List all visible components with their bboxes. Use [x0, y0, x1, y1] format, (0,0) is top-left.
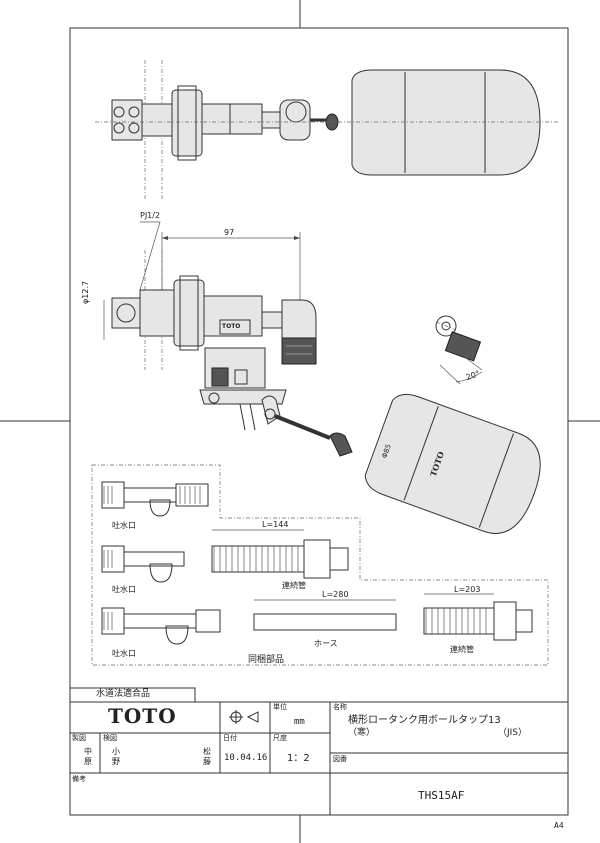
thread-label: PJ1/2: [140, 211, 161, 220]
hose-c-label: 連続管: [450, 645, 474, 654]
drawn-by-b: 原: [84, 757, 92, 766]
drawn-label: 製図: [72, 734, 86, 742]
body-brand-label: TOTO: [222, 323, 241, 330]
scale-label: 尺度: [273, 734, 287, 742]
name-label: 名称: [333, 703, 347, 711]
parts-group-label: 同梱部品: [248, 655, 285, 665]
parts-group-outline: [91, 464, 549, 666]
spout-a-label: 吐水口: [112, 521, 136, 530]
approved-by-a: 松: [203, 747, 211, 756]
product-name-line2-right: （JIS）: [498, 728, 528, 738]
dimension-diameter: φ12.7: [81, 280, 90, 304]
approved-by-b: 藤: [203, 757, 211, 766]
hose-b-length: L=280: [322, 590, 349, 599]
checked-label: 検図: [103, 734, 117, 742]
drawing-number: THS15AF: [418, 789, 465, 802]
drawing-number-label: 図番: [333, 755, 347, 763]
certification-label: 水道法適合品: [96, 689, 151, 699]
unit-label: 単位: [273, 703, 287, 711]
dimension-97: 97: [224, 228, 235, 237]
date-label: 日付: [223, 734, 237, 742]
title-block-lines: [69, 687, 568, 815]
scale-value: 1：2: [287, 753, 310, 764]
unit-value: mm: [294, 717, 305, 727]
checked-by-a: 小: [112, 747, 120, 756]
date-value: 10.04.16: [224, 753, 268, 763]
drawn-by-a: 中: [84, 747, 92, 756]
spout-b-label: 吐水口: [112, 585, 136, 594]
drawing-border: [69, 27, 569, 816]
hose-a-length: L=144: [262, 520, 289, 529]
hose-c-length: L=203: [454, 585, 481, 594]
hose-b-label: ホース: [314, 639, 338, 648]
side-view: [103, 221, 541, 534]
top-view: [95, 60, 560, 200]
spout-c-label: 吐水口: [112, 649, 136, 658]
product-name-line2: （寒）: [348, 728, 376, 738]
product-name-line1: 横形ロータンク用ボールタップ13: [348, 715, 501, 726]
brand-logo: TOTO: [108, 704, 177, 728]
remarks-label: 備考: [72, 775, 86, 783]
hose-a-label: 連続管: [282, 581, 306, 590]
parts-group: [91, 464, 549, 666]
sheet-size: A4: [554, 821, 564, 830]
checked-by-b: 野: [112, 757, 120, 766]
